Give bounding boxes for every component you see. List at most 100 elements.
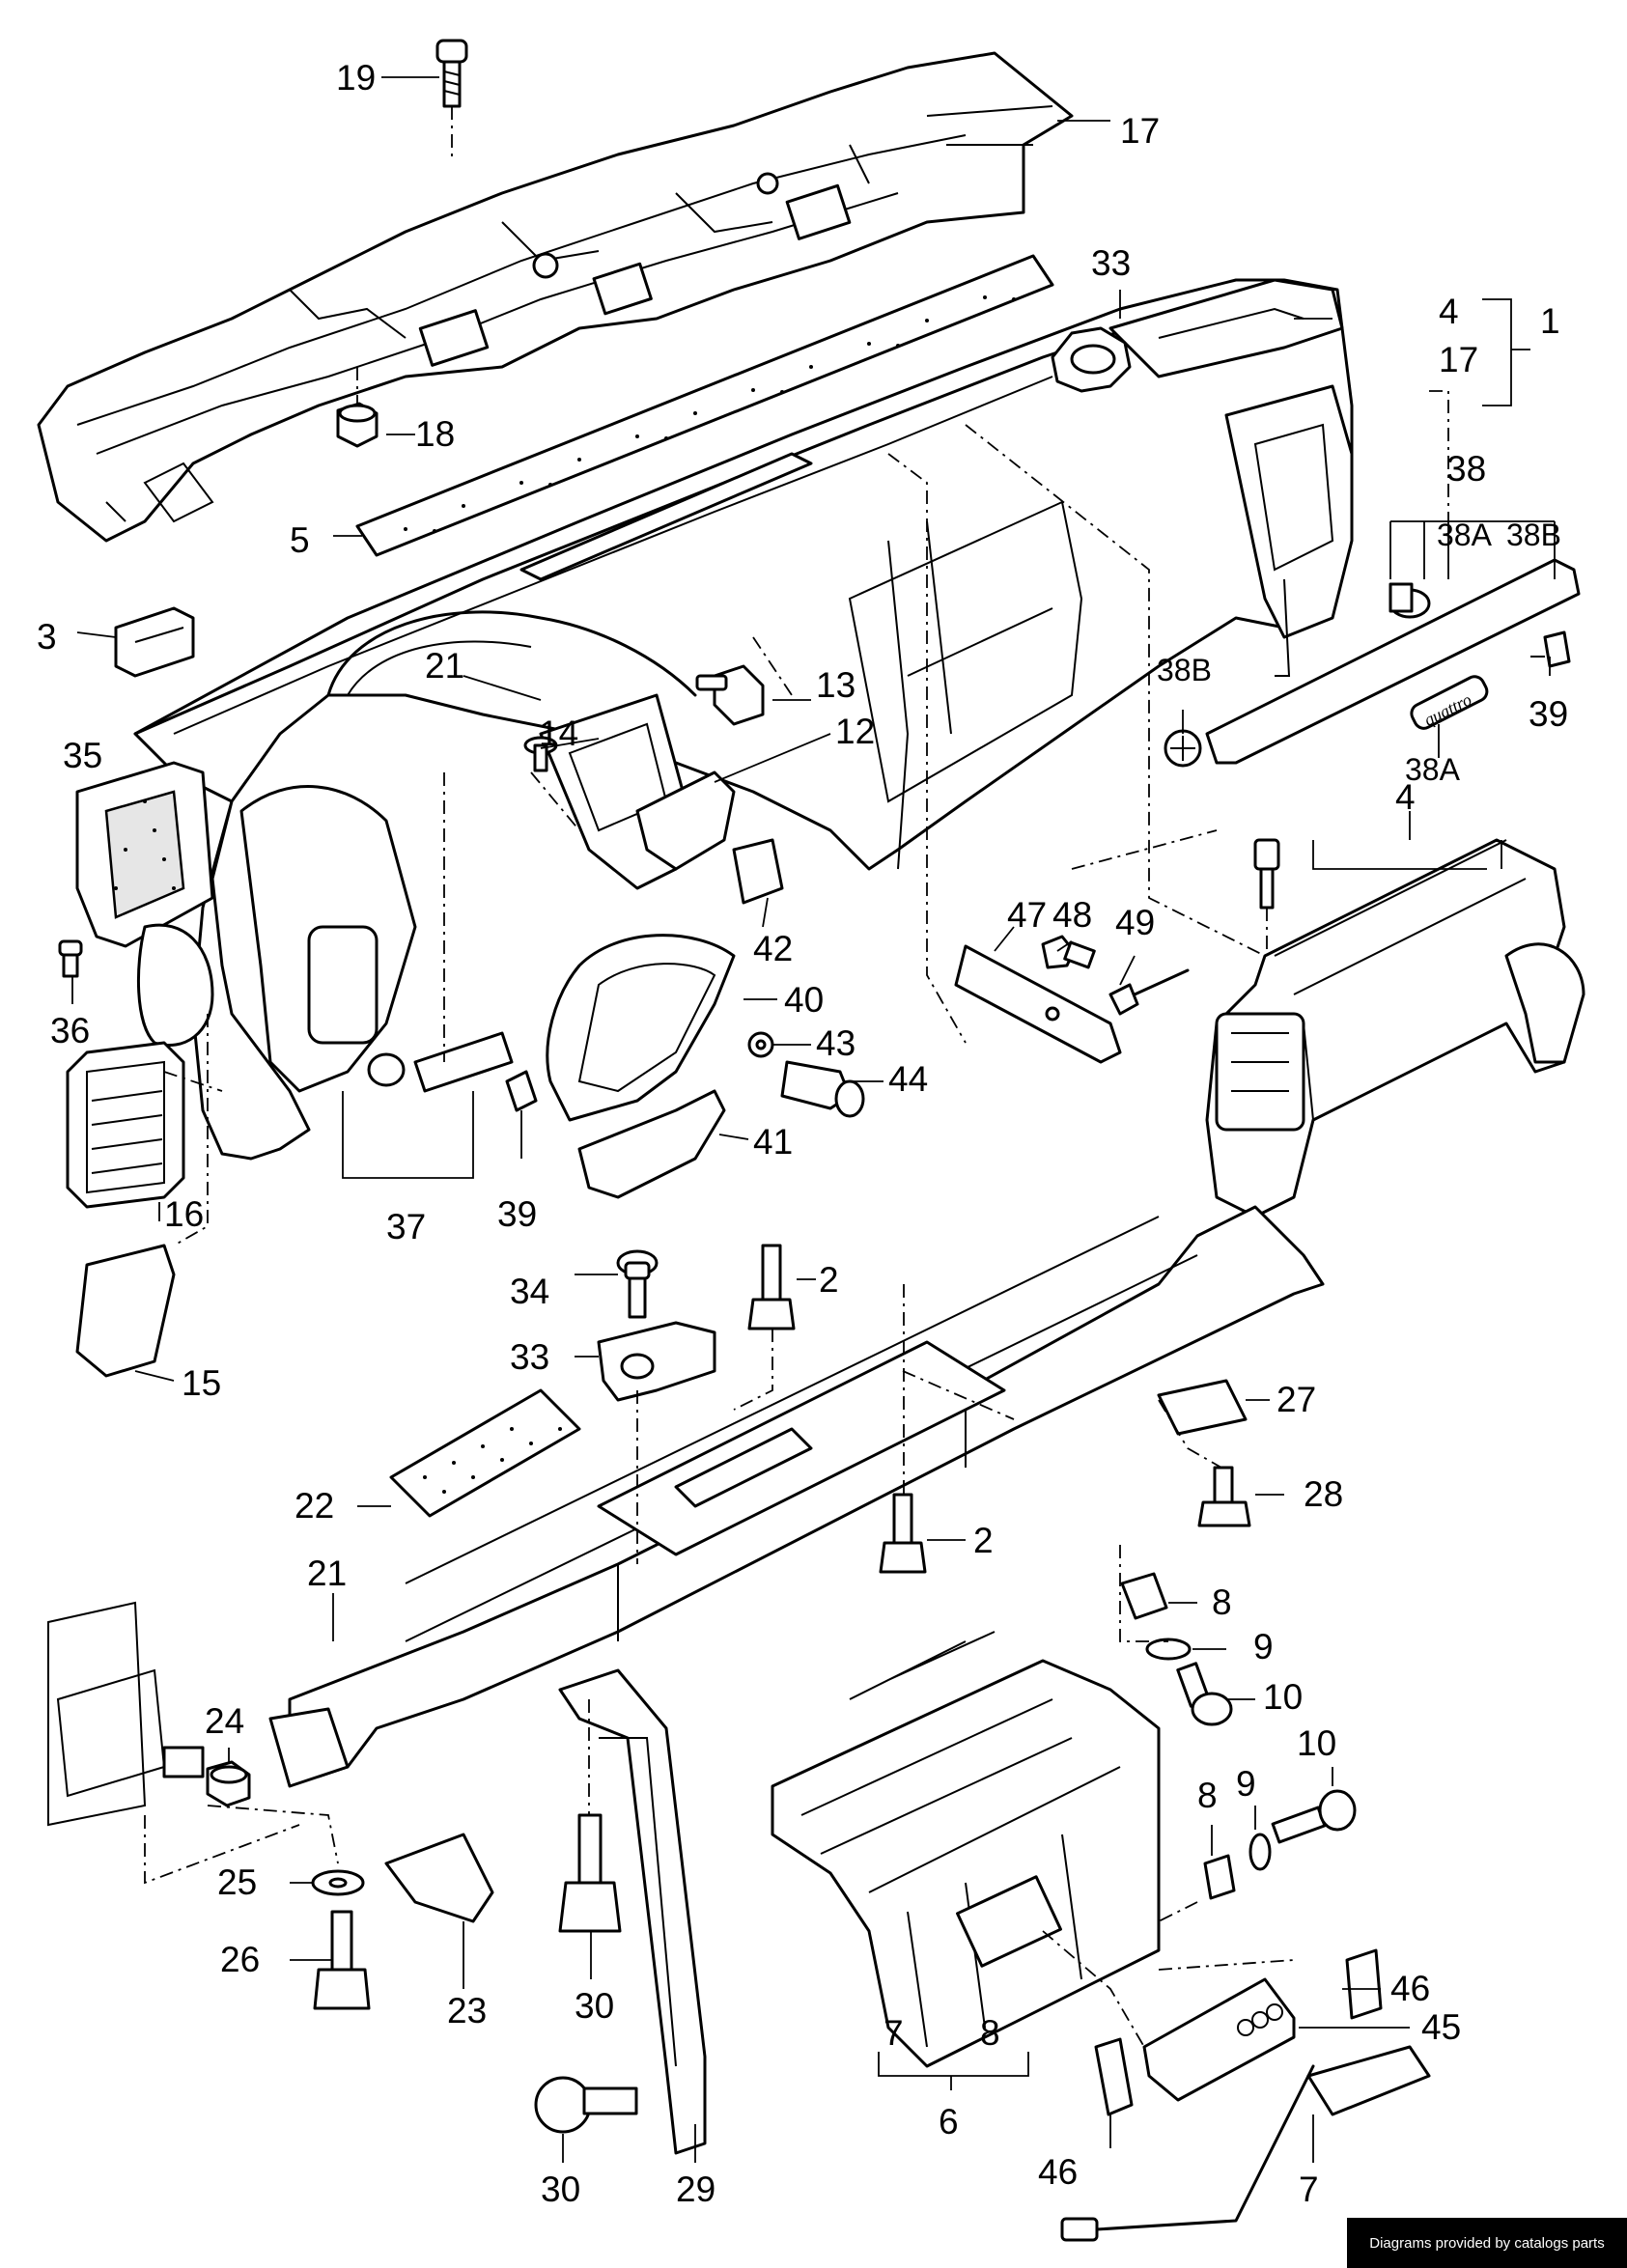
label-21-lower: 21 (307, 1554, 347, 1593)
washer-part-9-upper (1145, 1638, 1192, 1661)
label-25: 25 (217, 1862, 257, 1902)
cover-part-15 (75, 1244, 176, 1378)
pad-part-22 (389, 1388, 581, 1518)
label-9-lower: 9 (1236, 1764, 1256, 1804)
label-33-lower: 33 (510, 1337, 549, 1377)
label-14: 14 (539, 714, 578, 753)
label-24: 24 (205, 1701, 244, 1741)
credit-banner: Diagrams provided by catalogs parts (1347, 2218, 1627, 2268)
bracket-part-37 (367, 1031, 514, 1093)
label-13: 13 (816, 665, 856, 705)
label-43: 43 (816, 1023, 856, 1063)
bolt-part-44 (780, 1060, 865, 1118)
part-labels: 19 17 33 4 1 17 18 38 38A 38B 5 3 21 13 … (37, 58, 1568, 2209)
label-9-upper: 9 (1253, 1627, 1274, 1666)
label-1: 1 (1540, 301, 1560, 341)
label-41: 41 (753, 1122, 793, 1162)
label-28: 28 (1304, 1474, 1343, 1514)
label-8-lower: 8 (1197, 1776, 1218, 1815)
vent-frame-part-35 (75, 761, 214, 1048)
assembly-lines (144, 390, 1449, 2048)
label-8-upper: 8 (1212, 1582, 1232, 1622)
clip-part-3 (114, 606, 195, 678)
label-46-left: 46 (1038, 2152, 1078, 2192)
screw-part-14 (523, 736, 558, 772)
label-4b: 4 (1395, 777, 1416, 817)
lower-crossmember-part-21 (268, 1205, 1325, 1788)
label-17b: 17 (1439, 340, 1478, 379)
label-46-right: 46 (1390, 1969, 1430, 2008)
bolt-part-28 (1197, 1466, 1251, 1527)
label-49: 49 (1115, 903, 1155, 942)
upper-crossmember-part-17 (37, 51, 1074, 543)
wiring-part-7 (1060, 2045, 1431, 2242)
bolt-part-10-lower (1271, 1789, 1357, 1844)
support-part-29 (558, 1668, 707, 2155)
label-27: 27 (1276, 1380, 1316, 1419)
switch-panel-part-45 (1142, 1977, 1296, 2102)
bolt-part-13 (695, 664, 765, 726)
label-30-lower: 30 (541, 2170, 580, 2209)
label-38A-top: 38A (1437, 518, 1493, 552)
clip-part-39-center (505, 1070, 538, 1112)
bolt-part-19 (435, 39, 468, 159)
clip-part-38B (1164, 729, 1202, 768)
bolt-part-30-upper (558, 1813, 622, 1933)
handle-cover-part-41 (577, 1089, 726, 1199)
bracket-part-33-lower (597, 1321, 716, 1402)
label-30-upper: 30 (575, 1986, 614, 2026)
label-15: 15 (182, 1363, 221, 1403)
label-38B-top: 38B (1506, 518, 1561, 552)
washer-part-43 (747, 1031, 774, 1058)
label-21: 21 (425, 646, 464, 686)
label-37: 37 (386, 1207, 426, 1246)
leader-lines (71, 76, 1556, 2163)
bracket-part-12 (635, 770, 736, 871)
bracket-part-23 (384, 1833, 494, 1923)
grab-handle-part-40 (546, 934, 736, 1122)
bolt-part-2-upper (747, 1244, 796, 1330)
washer-part-25 (311, 1869, 365, 1896)
bolt-part-2-lower (879, 1493, 927, 1574)
label-2-upper: 2 (819, 1260, 839, 1300)
label-3: 3 (37, 617, 57, 657)
label-10-lower: 10 (1297, 1723, 1336, 1763)
label-22: 22 (295, 1486, 334, 1526)
label-7-group: 7 (884, 2013, 904, 2053)
label-36: 36 (50, 1011, 90, 1050)
label-2-lower: 2 (973, 1521, 994, 1560)
body-panel-bottom-left (47, 1601, 205, 1827)
bracket-part-42 (732, 838, 784, 905)
washer-part-9-lower (1248, 1833, 1272, 1871)
label-19: 19 (336, 58, 376, 98)
bracket-part-47 (954, 944, 1122, 1064)
screw-part-38A-top (1389, 582, 1431, 619)
label-16: 16 (164, 1194, 204, 1234)
label-5: 5 (290, 520, 310, 560)
label-42: 42 (753, 929, 793, 968)
label-10-upper: 10 (1263, 1677, 1303, 1717)
label-33: 33 (1091, 243, 1131, 283)
switch-part-46-left (1094, 2037, 1134, 2116)
label-34: 34 (510, 1272, 549, 1311)
nut-part-8-upper (1120, 1572, 1168, 1620)
label-44: 44 (888, 1059, 928, 1099)
label-39-right: 39 (1529, 694, 1568, 734)
label-26: 26 (220, 1940, 260, 1979)
label-35: 35 (63, 736, 102, 775)
label-40: 40 (784, 980, 824, 1020)
label-12: 12 (835, 712, 875, 751)
label-8-group: 8 (980, 2013, 1000, 2053)
label-7: 7 (1299, 2170, 1319, 2209)
crossmember-part-4-right (1205, 838, 1585, 1218)
bracket-part-27 (1157, 1379, 1248, 1436)
label-23: 23 (447, 1991, 487, 2030)
bolt-part-34 (616, 1249, 659, 1319)
label-29: 29 (676, 2170, 715, 2209)
nut-part-8-lower (1203, 1854, 1236, 1900)
label-4: 4 (1439, 292, 1459, 331)
nut-part-24 (206, 1760, 251, 1807)
bolt-part-30-lower (534, 2076, 638, 2134)
switch-part-46-right (1345, 1948, 1383, 2020)
